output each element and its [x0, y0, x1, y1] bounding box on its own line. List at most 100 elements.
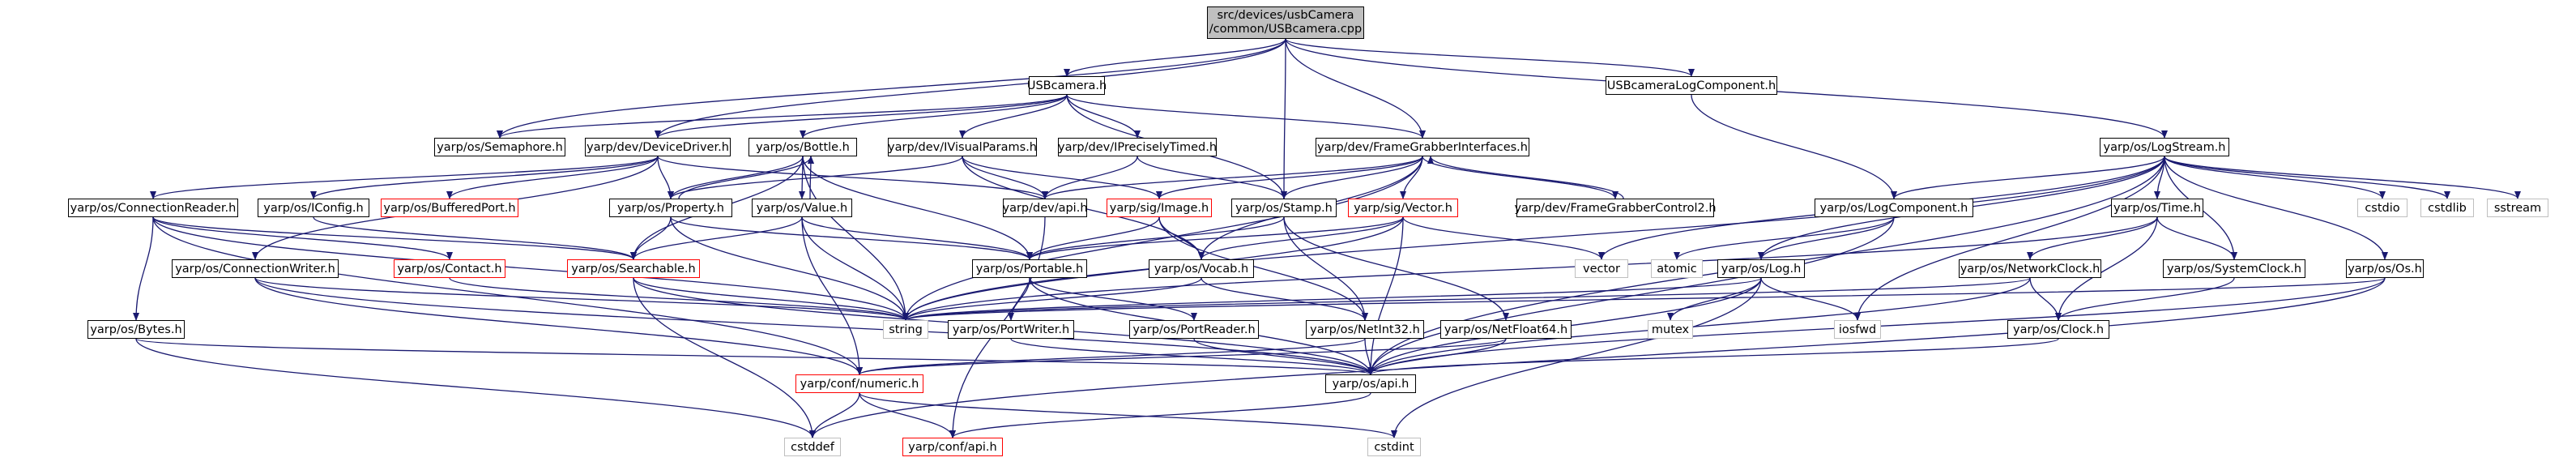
edge-frame_grabber_interfaces-to-sig_image — [1156, 156, 1423, 199]
edge-sig_vector-to-vector — [1402, 216, 1605, 260]
node-net-int32-h[interactable]: yarp/os/NetInt32.h — [1306, 320, 1424, 339]
edge-time-to-network_clock — [2027, 216, 2158, 260]
edge-sig_image-to-portable — [1026, 216, 1160, 260]
edge-searchable-to-cstddef — [633, 277, 816, 438]
node-buffered-port-h[interactable]: yarp/os/BufferedPort.h — [381, 199, 518, 217]
node-os-api-h[interactable]: yarp/os/api.h — [1325, 374, 1416, 393]
node-net-float64-h[interactable]: yarp/os/NetFloat64.h — [1440, 320, 1572, 339]
edge-sig_vector-to-os_api — [1367, 216, 1404, 375]
edge-log_stream-to-sstream — [2164, 156, 2521, 199]
node-vocab-h[interactable]: yarp/os/Vocab.h — [1149, 259, 1254, 278]
edge-vocab-to-net_int32 — [1201, 277, 1368, 321]
edge-portable-to-port_reader — [1029, 277, 1197, 321]
edge-property-to-string — [670, 216, 909, 321]
node-connection-reader-h[interactable]: yarp/os/ConnectionReader.h — [68, 199, 238, 217]
node-portable-h[interactable]: yarp/os/Portable.h — [972, 259, 1087, 278]
node-clock-h[interactable]: yarp/os/Clock.h — [2007, 320, 2109, 339]
edge-iprecisely_timed-to-dev_api — [1042, 156, 1138, 199]
node-device-driver-h[interactable]: yarp/dev/DeviceDriver.h — [585, 138, 731, 156]
edge-frame_grabber_interfaces-to-frame_grabber_control2 — [1422, 156, 1619, 199]
edge-log_component-to-atomic — [1674, 216, 1895, 260]
node-dev-api-h[interactable]: yarp/dev/api.h — [1002, 199, 1088, 217]
edge-usbcamera_h-to-iprecisely_timed — [1066, 94, 1141, 139]
node-port-reader-h[interactable]: yarp/os/PortReader.h — [1129, 320, 1259, 339]
node-cstdlib: cstdlib — [2420, 199, 2474, 217]
edge-iprecisely_timed-to-stamp — [1137, 156, 1287, 199]
node-connection-writer-h[interactable]: yarp/os/ConnectionWriter.h — [172, 259, 339, 278]
node-iconfig-h[interactable]: yarp/os/IConfig.h — [258, 199, 369, 217]
edge-device_driver-to-dev_api — [657, 156, 1048, 199]
edge-connection_reader-to-bytes — [133, 216, 154, 321]
root-file-path-line1: src/devices/usbCamera — [1217, 9, 1354, 22]
node-system-clock-h[interactable]: yarp/os/SystemClock.h — [2163, 259, 2305, 278]
root-file-path-line2: /common/USBcamera.cpp — [1209, 23, 1363, 36]
node-bottle-h[interactable]: yarp/os/Bottle.h — [748, 138, 857, 156]
node-network-clock-h[interactable]: yarp/os/NetworkClock.h — [1959, 259, 2101, 278]
edge-time-to-clock — [2055, 216, 2158, 321]
edge-clock-to-os_api — [1367, 338, 2059, 375]
edge-system_clock-to-clock — [2055, 277, 2235, 321]
node-value-h[interactable]: yarp/os/Value.h — [752, 199, 852, 217]
node-frame-grabber-control2-h[interactable]: yarp/dev/FrameGrabberControl2.h — [1514, 199, 1717, 217]
edge-net_float64-to-os_api — [1367, 338, 1507, 375]
node-string: string — [883, 320, 928, 339]
node-semaphore-h[interactable]: yarp/os/Semaphore.h — [434, 138, 565, 156]
node-conf-api-h[interactable]: yarp/conf/api.h — [902, 438, 1003, 456]
edge-vocab-to-string — [902, 277, 1202, 321]
node-searchable-h[interactable]: yarp/os/Searchable.h — [567, 259, 700, 278]
edge-log_stream-to-log_component — [1891, 156, 2165, 199]
edge-searchable-to-string — [633, 277, 909, 321]
edge-device_driver-to-property — [657, 156, 674, 199]
node-iosfwd: iosfwd — [1834, 320, 1881, 339]
node-property-h[interactable]: yarp/os/Property.h — [609, 199, 732, 217]
node-cstdio: cstdio — [2357, 199, 2408, 217]
edge-conf_numeric-to-cstddef — [809, 392, 860, 438]
node-log-component-h[interactable]: yarp/os/LogComponent.h — [1815, 199, 1973, 217]
node-bytes-h[interactable]: yarp/os/Bytes.h — [87, 320, 185, 339]
edge-iconfig-to-searchable — [313, 216, 637, 260]
edge-portable-to-port_writer — [1008, 277, 1030, 321]
edge-device_driver-to-connection_reader — [150, 156, 659, 199]
edge-connection_writer-to-os_api — [254, 277, 1374, 375]
node-log-stream-h[interactable]: yarp/os/LogStream.h — [2100, 138, 2229, 156]
edge-connection_writer-to-string — [254, 277, 909, 321]
edge-contact-to-string — [449, 277, 909, 321]
edge-network_clock-to-string — [902, 277, 2031, 321]
node-log-h[interactable]: yarp/os/Log.h — [1717, 259, 1805, 278]
edge-connection_reader-to-conf_numeric — [152, 216, 863, 375]
node-stamp-h[interactable]: yarp/os/Stamp.h — [1231, 199, 1337, 217]
edge-ivisual_params-to-property — [667, 156, 963, 199]
edge-bottle-to-portable — [802, 156, 1033, 260]
edge-network_clock-to-clock — [2029, 277, 2062, 321]
edge-ivisual_params-to-dev_api — [962, 156, 1048, 199]
edge-root-to-semaphore — [497, 38, 1286, 139]
edge-log_stream-to-cstdlib — [2164, 156, 2450, 199]
edge-frame_grabber_control2-to-frame_grabber_interfaces — [1427, 156, 1624, 199]
node-usbcamera-h[interactable]: USBcamera.h — [1027, 76, 1107, 95]
node-frame-grabber-interfaces-h[interactable]: yarp/dev/FrameGrabberInterfaces.h — [1316, 138, 1529, 156]
node-time-h[interactable]: yarp/os/Time.h — [2111, 199, 2203, 217]
node-iprecisely-timed-h[interactable]: yarp/dev/IPreciselyTimed.h — [1058, 138, 1217, 156]
edge-port_reader-to-os_api — [1193, 338, 1374, 375]
edge-log-to-cstdint — [1391, 277, 1762, 438]
node-conf-numeric-h[interactable]: yarp/conf/numeric.h — [795, 374, 923, 393]
node-sig-vector-h[interactable]: yarp/sig/Vector.h — [1348, 199, 1458, 217]
edge-time-to-system_clock — [2156, 216, 2237, 260]
node-usbcamera-log-component-h[interactable]: USBcameraLogComponent.h — [1606, 76, 1777, 95]
node-os-h[interactable]: yarp/os/Os.h — [2346, 259, 2424, 278]
edge-frame_grabber_interfaces-to-string — [902, 156, 1423, 321]
edge-time-to-string — [902, 216, 2158, 321]
node-mutex: mutex — [1648, 320, 1693, 339]
edge-usbcamera_h-to-frame_grabber_interfaces — [1066, 94, 1426, 139]
node-atomic: atomic — [1651, 259, 1703, 278]
edge-usbcamera_h-to-bottle — [800, 94, 1068, 139]
node-port-writer-h[interactable]: yarp/os/PortWriter.h — [948, 320, 1074, 339]
node-cstdint: cstdint — [1367, 438, 1421, 456]
node-contact-h[interactable]: yarp/os/Contact.h — [394, 259, 505, 278]
node-sig-image-h[interactable]: yarp/sig/Image.h — [1107, 199, 1212, 217]
edge-log-to-string — [902, 277, 1762, 321]
node-ivisual-params-h[interactable]: yarp/dev/IVisualParams.h — [888, 138, 1037, 156]
edge-bytes-to-os_api — [135, 338, 1374, 375]
edge-frame_grabber_interfaces-to-dev_api — [1042, 156, 1423, 199]
